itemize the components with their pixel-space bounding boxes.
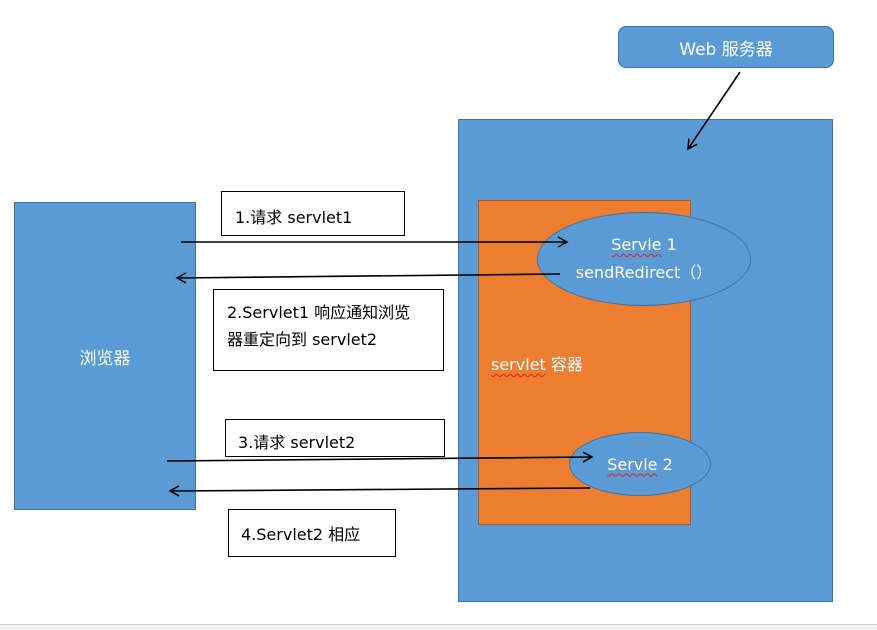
browser-box: 浏览器 (14, 202, 196, 510)
servlet2-name: Servle 2 (607, 454, 673, 474)
step3-note: 3.请求 servlet2 (225, 419, 445, 457)
webserver-pointer-arrow (687, 71, 741, 151)
browser-label: 浏览器 (79, 348, 131, 369)
step2-line1: 2.Servlet1 响应通知浏览 (227, 303, 411, 322)
servlet-container-label: servlet 容器 (491, 355, 583, 374)
page-footer-edge (0, 624, 877, 630)
request2-arrow (166, 451, 594, 463)
step1-note: 1.请求 servlet1 (221, 191, 405, 236)
servlet1-name: Servle 1 (611, 235, 677, 254)
step4-note: 4.Servlet2 相应 (228, 509, 396, 557)
servlet1-method: sendRedirect（） (575, 263, 713, 282)
servlet1-node: Servle 1 sendRedirect（） (537, 212, 751, 306)
servlet2-node: Servle 2 (569, 432, 711, 496)
response2-arrow (168, 485, 591, 497)
step2-note: 2.Servlet1 响应通知浏览 器重定向到 servlet2 (213, 289, 444, 371)
web-server-label: Web 服务器 (618, 26, 834, 68)
redirect-response-arrow (175, 272, 561, 284)
step2-line2: 器重定向到 servlet2 (227, 330, 378, 349)
